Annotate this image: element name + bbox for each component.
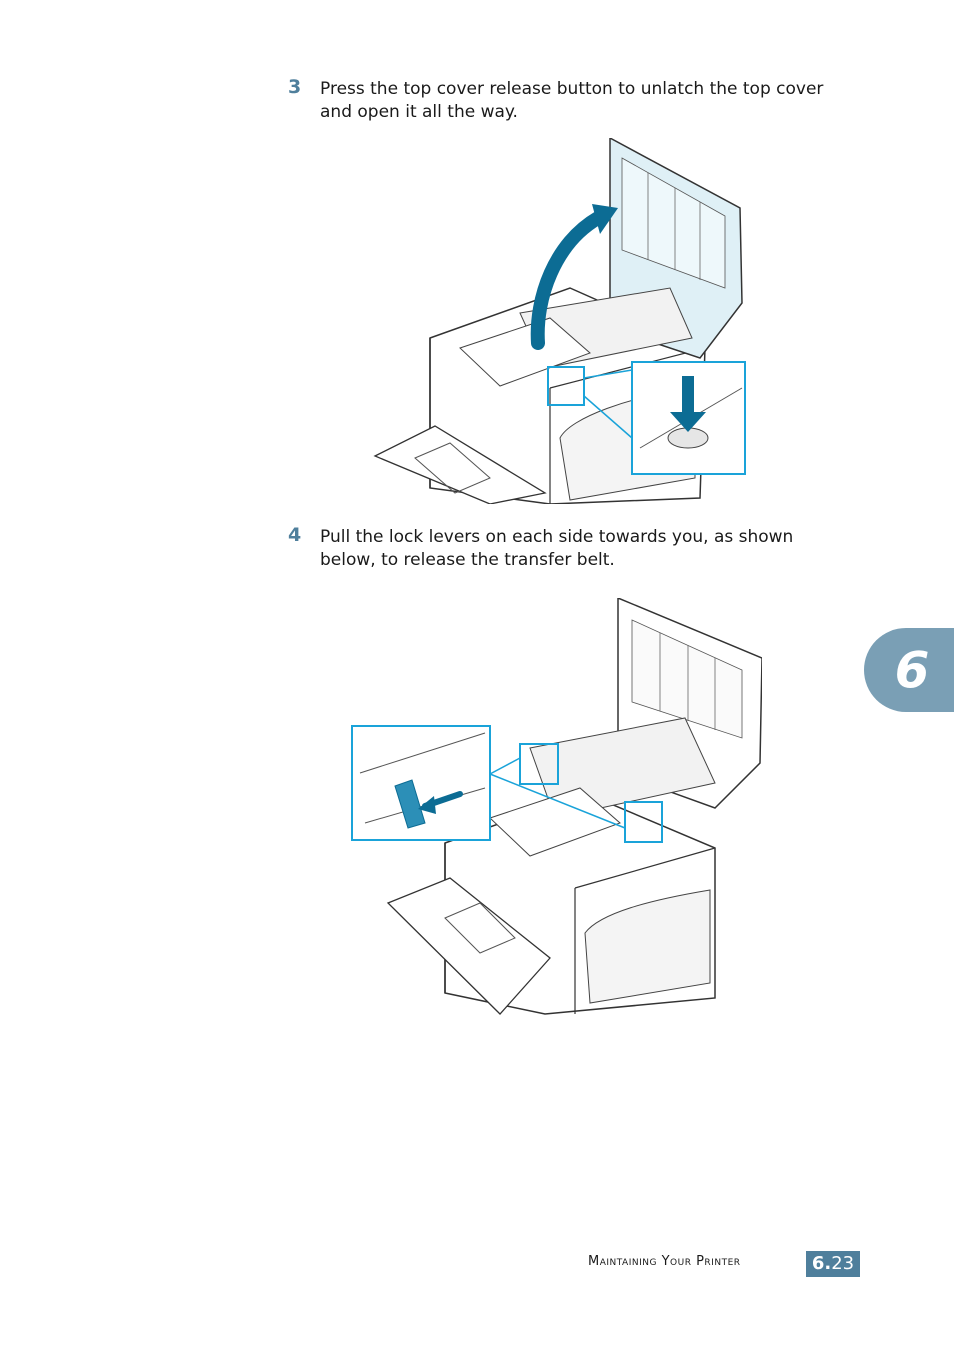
chapter-number: 6	[894, 641, 930, 699]
page-chapter: 6.	[811, 1253, 832, 1274]
page-number: 6.23	[806, 1251, 860, 1277]
page-index: 23	[831, 1253, 855, 1274]
step-number: 3	[288, 76, 302, 98]
chapter-tab: 6	[864, 628, 954, 712]
printer-open-cover-illustration	[373, 138, 746, 504]
step-text: Press the top cover release button to un…	[320, 79, 824, 122]
step-text: Pull the lock levers on each side toward…	[320, 527, 794, 570]
printer-lock-levers-illustration	[351, 598, 762, 1015]
footer-title: Maintaining Your Printer	[588, 1254, 741, 1269]
step-number: 4	[288, 524, 302, 546]
